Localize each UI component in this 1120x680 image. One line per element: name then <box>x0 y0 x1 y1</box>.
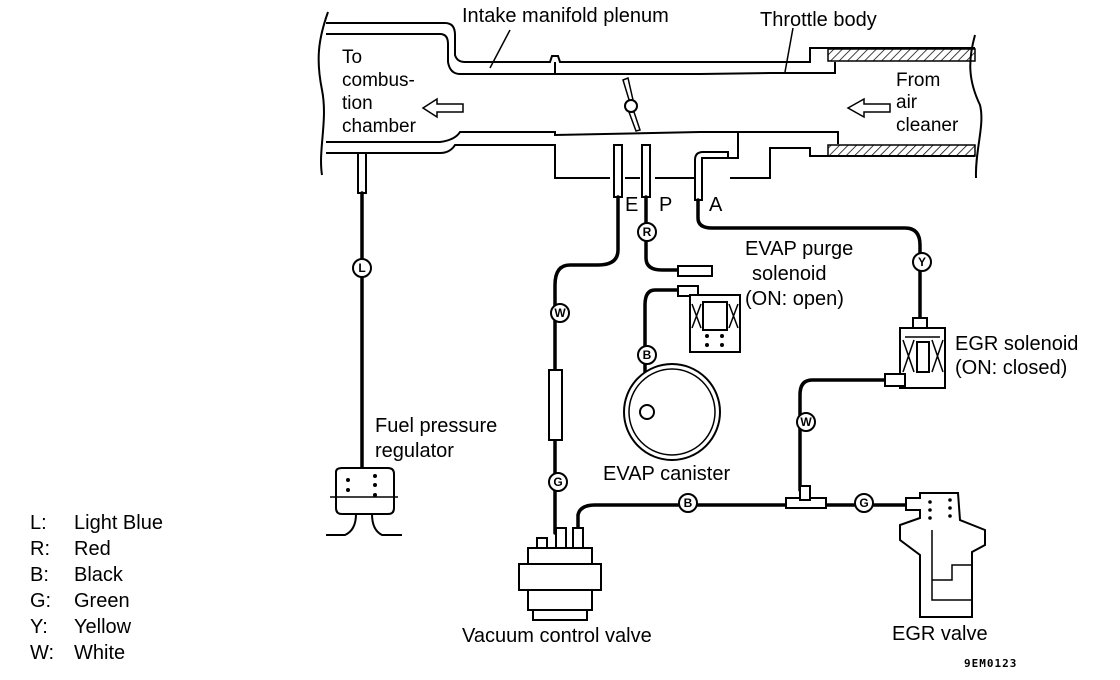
port-label-e: E <box>625 194 638 216</box>
plenum-leader <box>489 29 511 69</box>
svg-text:W: W <box>554 306 566 320</box>
svg-text:chamber: chamber <box>342 116 417 137</box>
hoses <box>360 191 922 535</box>
svg-text:L: L <box>358 261 365 275</box>
port-a <box>694 151 729 201</box>
svg-text:R: R <box>643 225 652 239</box>
egr-solenoid <box>884 317 946 389</box>
hose-marker: W <box>796 412 816 432</box>
svg-text:tion: tion <box>342 93 373 114</box>
port-fpr <box>357 152 367 194</box>
vacuum-control-valve <box>518 527 602 621</box>
svg-text:(ON: closed): (ON: closed) <box>955 357 1067 379</box>
svg-text:combus-: combus- <box>342 70 415 91</box>
legend-key: W: <box>30 642 55 664</box>
label-fuel-pressure-regulator: Fuel pressure regulator <box>375 415 497 462</box>
legend-row: G: Green <box>30 588 163 614</box>
svg-text:Y: Y <box>918 255 926 269</box>
throttle-body-wall-bottom <box>827 144 976 157</box>
label-throttle-body: Throttle body <box>760 9 877 31</box>
legend-key: G: <box>30 590 52 612</box>
svg-text:EVAP purge: EVAP purge <box>745 238 853 260</box>
hose-marker: L <box>352 258 372 278</box>
label-intake-plenum: Intake manifold plenum <box>462 5 669 27</box>
svg-text:To: To <box>342 47 362 68</box>
color-legend: L: Light Blue R: Red B: Black G: Green Y: Yel… <box>30 510 163 666</box>
hose-vcv-to-tee <box>576 503 787 535</box>
port-p <box>641 144 651 198</box>
svg-text:B: B <box>643 348 652 362</box>
legend-row: Y: Yellow <box>30 614 163 640</box>
hose-markers: L R W G B Y W B G <box>352 222 932 513</box>
label-from-air-cleaner: From air cleaner <box>896 70 959 136</box>
legend-value: Green <box>74 590 130 612</box>
svg-text:B: B <box>684 496 693 510</box>
port-label-a: A <box>709 194 723 216</box>
throttle-plate <box>622 76 641 132</box>
label-evap-purge-solenoid: EVAP purge solenoid (ON: open) <box>745 238 853 310</box>
legend-value: Red <box>74 538 111 560</box>
legend-key: B: <box>30 564 49 586</box>
hose-marker: B <box>678 493 698 513</box>
legend-value: White <box>74 642 126 664</box>
hose-marker: G <box>548 472 568 492</box>
svg-text:regulator: regulator <box>375 440 454 462</box>
legend-row: B: Black <box>30 562 163 588</box>
hose-marker: Y <box>912 252 932 272</box>
arrow-to-combustion-icon <box>421 97 464 119</box>
egr-valve <box>899 492 986 618</box>
legend-key: L: <box>30 512 47 534</box>
legend-key: Y: <box>30 616 48 638</box>
evap-canister <box>623 363 721 461</box>
evap-purge-solenoid <box>677 265 741 353</box>
hose-egr-sol <box>696 198 922 327</box>
legend-value: Light Blue <box>74 512 163 534</box>
hose-canister <box>643 288 684 407</box>
legend-value: Yellow <box>74 616 132 638</box>
legend-row: R: Red <box>30 536 163 562</box>
port-label-p: P <box>659 194 672 216</box>
legend-key: R: <box>30 538 50 560</box>
hose-sleeve <box>548 369 563 441</box>
throttle-leader <box>784 27 794 73</box>
svg-text:(ON: open): (ON: open) <box>745 288 844 310</box>
fuel-pressure-regulator <box>326 467 402 536</box>
hose-marker: R <box>637 222 657 242</box>
label-egr-solenoid: EGR solenoid (ON: closed) <box>955 333 1078 379</box>
svg-text:EGR solenoid: EGR solenoid <box>955 333 1078 355</box>
hose-egr-sol-out <box>798 378 890 492</box>
svg-text:G: G <box>859 496 868 510</box>
legend-value: Black <box>74 564 123 586</box>
figure-code: 9EM0123 <box>964 657 1017 670</box>
label-evap-canister: EVAP canister <box>603 463 730 485</box>
label-to-combustion-chamber: To combus- tion chamber <box>342 47 417 137</box>
svg-text:cleaner: cleaner <box>896 115 959 136</box>
legend-row: W: White <box>30 640 163 666</box>
hose-marker: B <box>637 345 657 365</box>
label-vacuum-control-valve: Vacuum control valve <box>462 625 652 647</box>
svg-text:From: From <box>896 70 940 91</box>
tee-fitting <box>785 485 827 509</box>
label-egr-valve: EGR valve <box>892 623 988 645</box>
legend-row: L: Light Blue <box>30 510 163 536</box>
intake-manifold <box>317 11 983 201</box>
svg-text:air: air <box>896 92 918 113</box>
arrow-from-air-cleaner-icon <box>846 97 891 119</box>
hose-marker: G <box>854 493 874 513</box>
hose-marker: W <box>550 303 570 323</box>
svg-text:solenoid: solenoid <box>752 263 827 285</box>
throttle-body-wall-top <box>827 48 976 62</box>
svg-text:G: G <box>553 475 562 489</box>
hose-purge <box>644 195 682 272</box>
svg-text:Fuel pressure: Fuel pressure <box>375 415 497 437</box>
svg-text:W: W <box>800 415 812 429</box>
port-e <box>613 144 623 198</box>
